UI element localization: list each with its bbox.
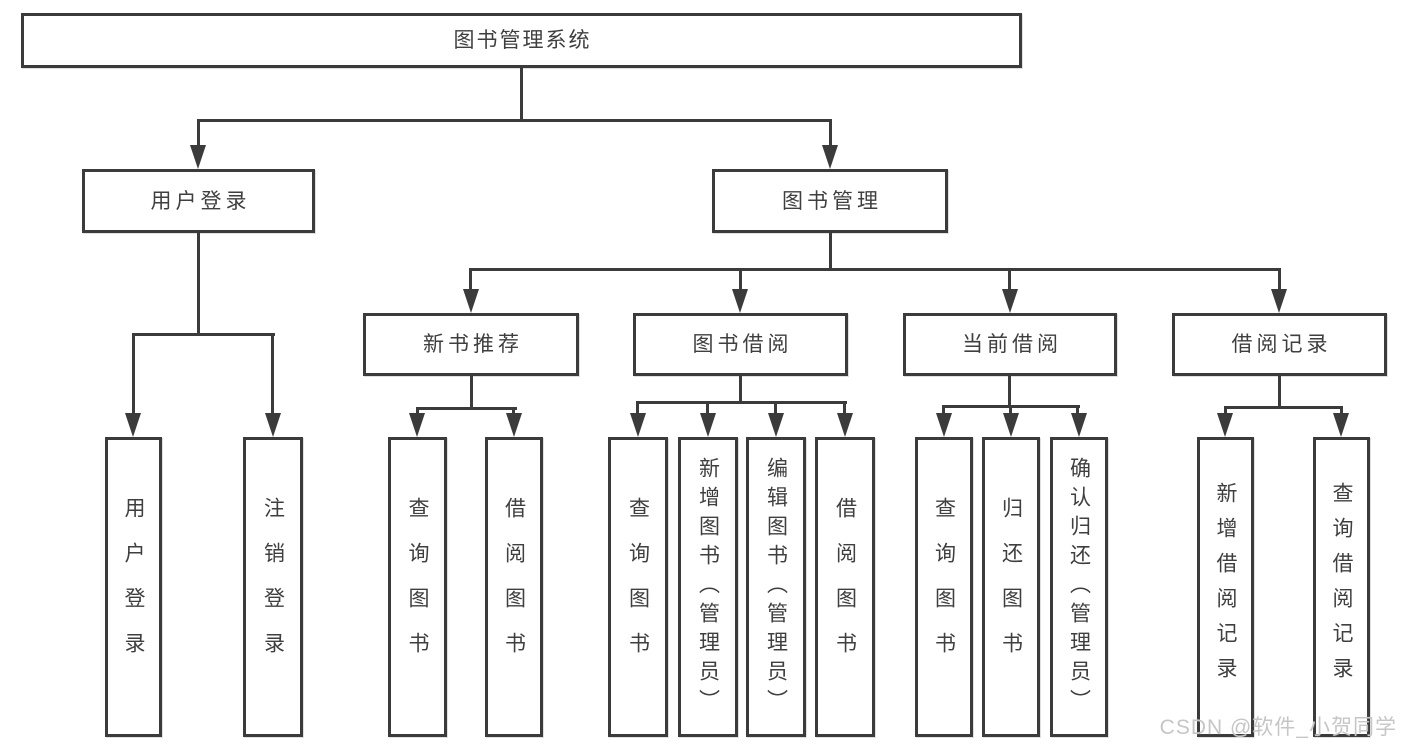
connector-drop-br-query — [1340, 406, 1343, 419]
connector-new-book-rec-rail — [416, 407, 517, 410]
connector-drop-cb-return — [1009, 405, 1012, 419]
connector-book-mgmt-stem — [829, 232, 832, 271]
node-leaf-cb-query-book: 查询图书 — [915, 437, 973, 737]
connector-root-drop-left — [197, 119, 200, 153]
node-borrow-records: 借阅记录 — [1172, 313, 1387, 376]
node-user-login: 用户登录 — [82, 169, 315, 233]
connector-drop-cb-query — [942, 405, 945, 419]
arrowhead-cb-query — [936, 413, 952, 437]
connector-root-stem — [520, 68, 523, 122]
arrowhead-bb-query — [630, 413, 646, 437]
node-leaf-rec-borrow-book: 借阅图书 — [485, 437, 543, 737]
connector-drop-current-borrow — [1008, 268, 1011, 294]
connector-borrow-records-rail — [1224, 406, 1343, 409]
connector-current-borrow-stem — [1008, 376, 1011, 408]
arrowhead-bb-edit — [768, 413, 784, 437]
arrowhead-bb-borrow — [837, 413, 853, 437]
connector-drop-bb-borrow — [843, 401, 846, 417]
connector-drop-leaf-logout — [271, 333, 274, 417]
connector-root-rail — [197, 119, 832, 122]
connector-drop-borrow-records — [1278, 268, 1281, 294]
node-book-borrow: 图书借阅 — [633, 313, 848, 376]
node-leaf-bb-add-book: 新增图书（管理员） — [678, 437, 738, 737]
node-leaf-br-add-record: 新增借阅记录 — [1197, 437, 1254, 737]
connector-root-drop-right — [829, 119, 832, 153]
arrowhead-to-user-login — [190, 145, 206, 169]
connector-drop-br-add — [1224, 406, 1227, 419]
connector-book-borrow-stem — [739, 376, 742, 404]
arrowhead-to-book-mgmt — [822, 145, 838, 169]
arrowhead-br-query — [1333, 413, 1349, 437]
connector-borrow-records-stem — [1278, 376, 1281, 409]
arrowhead-rec-borrow — [506, 413, 522, 437]
node-leaf-user-login: 用户登录 — [105, 437, 162, 737]
arrowhead-leaf-user-login — [125, 413, 141, 437]
connector-drop-new-book-rec — [469, 268, 472, 294]
arrowhead-leaf-logout — [265, 413, 281, 437]
arrowhead-cb-confirm — [1071, 413, 1087, 437]
connector-drop-cb-confirm — [1076, 405, 1079, 419]
arrowhead-borrow-records — [1271, 289, 1287, 313]
connector-drop-bb-add — [706, 401, 709, 417]
node-leaf-logout: 注销登录 — [243, 437, 303, 737]
arrowhead-cb-return — [1003, 413, 1019, 437]
node-current-borrow: 当前借阅 — [903, 313, 1117, 376]
node-leaf-rec-query-book: 查询图书 — [388, 437, 447, 737]
arrowhead-br-add — [1217, 413, 1233, 437]
connector-user-login-stem — [197, 232, 200, 336]
connector-book-mgmt-rail — [469, 268, 1281, 271]
node-leaf-bb-edit-book: 编辑图书（管理员） — [746, 437, 806, 737]
connector-new-book-rec-stem — [470, 376, 473, 410]
node-leaf-br-query-record: 查询借阅记录 — [1313, 437, 1370, 737]
node-book-mgmt: 图书管理 — [712, 169, 948, 233]
node-root: 图书管理系统 — [21, 13, 1022, 68]
arrowhead-book-borrow — [732, 289, 748, 313]
csdn-watermark: CSDN @软件_小贺同学 — [1159, 716, 1397, 739]
node-leaf-cb-confirm-return: 确认归还（管理员） — [1050, 437, 1108, 737]
arrowhead-current-borrow — [1002, 289, 1018, 313]
connector-drop-book-borrow — [739, 268, 742, 294]
connector-book-borrow-rail — [636, 401, 847, 404]
node-leaf-bb-query-book: 查询图书 — [608, 437, 668, 737]
node-new-book-rec: 新书推荐 — [363, 313, 579, 376]
arrowhead-rec-query — [409, 413, 425, 437]
connector-drop-bb-query — [636, 401, 639, 417]
connector-user-login-rail — [132, 333, 275, 336]
arrowhead-bb-add — [700, 413, 716, 437]
arrowhead-new-book-rec — [463, 289, 479, 313]
node-leaf-cb-return-book: 归还图书 — [982, 437, 1040, 737]
node-leaf-bb-borrow-book: 借阅图书 — [815, 437, 875, 737]
connector-drop-leaf-user-login — [132, 333, 135, 417]
connector-drop-bb-edit — [774, 401, 777, 417]
